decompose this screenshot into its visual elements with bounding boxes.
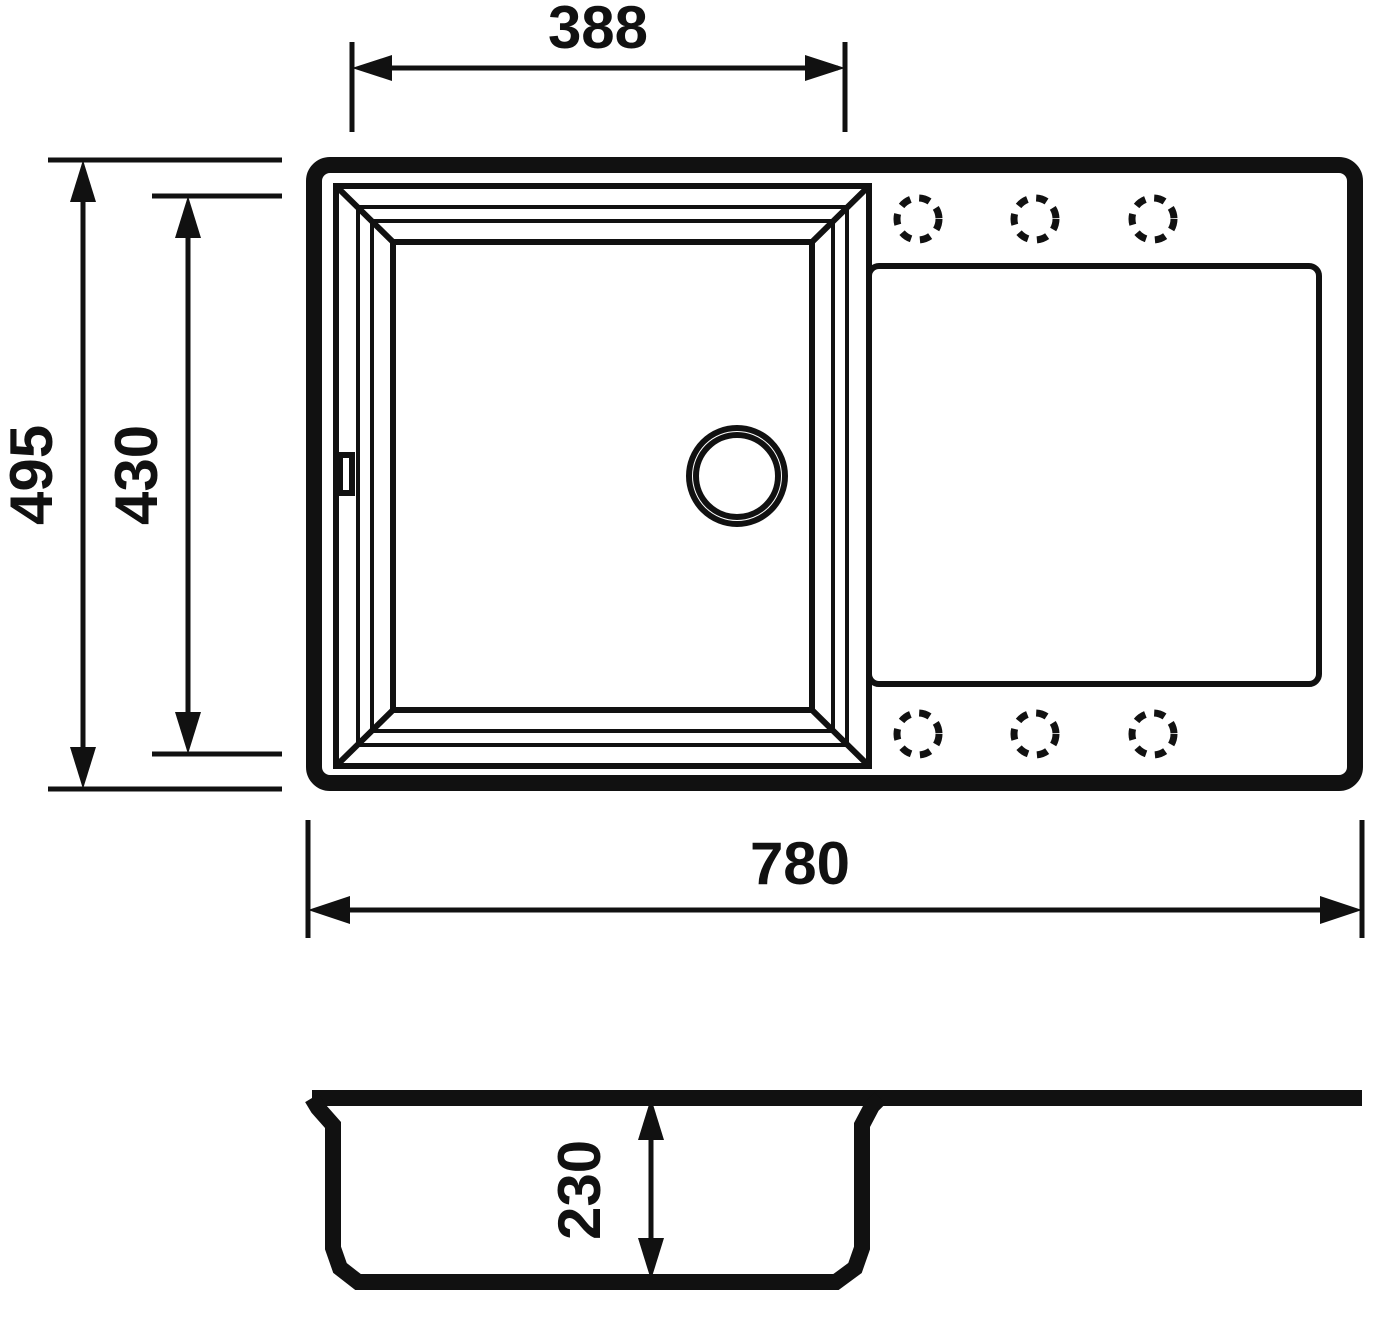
arrow-230-bottom [638,1238,664,1280]
bowl-rim-mid-inner [370,219,835,733]
facet-tl [356,205,374,223]
bowl-floor [390,239,815,713]
tap-holes-bottom-row [893,709,1178,759]
arrow-388-right [805,55,845,81]
sink-bowl [333,183,872,769]
arrow-430-top [175,196,201,238]
arrow-780-left [308,896,350,924]
dim-label-430: 430 [103,425,170,525]
tap-hole-6 [1128,709,1178,759]
tap-hole-1 [893,194,943,244]
facet-tr [831,205,849,223]
arrow-495-bottom [70,747,96,789]
dim-label-230: 230 [546,1140,613,1240]
dimension-430: 430 [103,193,282,757]
sink-cross-section [305,1090,1362,1290]
bevel-tr-inner [810,219,835,244]
arrow-230-top [638,1098,664,1140]
arrow-780-right [1320,896,1362,924]
drainboard-panel [866,263,1322,687]
dimension-780: 780 [305,820,1365,938]
facet-bl [356,729,374,747]
dimension-230: 230 [546,1098,664,1280]
dimension-495: 495 [0,157,282,792]
bowl-rim-mid-outer [356,205,849,747]
tap-hole-4 [893,709,943,759]
bevel-tl-inner [370,219,395,244]
section-bowl-profile [305,1092,886,1290]
dim-label-495: 495 [0,425,65,525]
dim-label-780: 780 [750,830,850,897]
bowl-rim-outer [333,183,872,769]
bevel-br-inner [810,708,835,733]
dimension-388: 388 [349,0,848,132]
drain-outlet [686,425,788,527]
dim-label-388: 388 [548,0,648,61]
overflow-slot [337,452,355,496]
sink-outer-body [306,157,1363,791]
sink-plan-view [306,157,1363,791]
drain-ring-outer [686,425,788,527]
drain-ring-inner [693,432,781,520]
tap-holes-top-row [893,194,1178,244]
tap-hole-3 [1128,194,1178,244]
arrow-495-top [70,160,96,202]
overflow-slot-outline [337,452,355,496]
bevel-bl-inner [370,708,395,733]
tap-hole-2 [1010,194,1060,244]
arrow-430-bottom [175,712,201,754]
arrow-388-left [352,55,392,81]
tap-hole-5 [1010,709,1060,759]
facet-br [831,729,849,747]
